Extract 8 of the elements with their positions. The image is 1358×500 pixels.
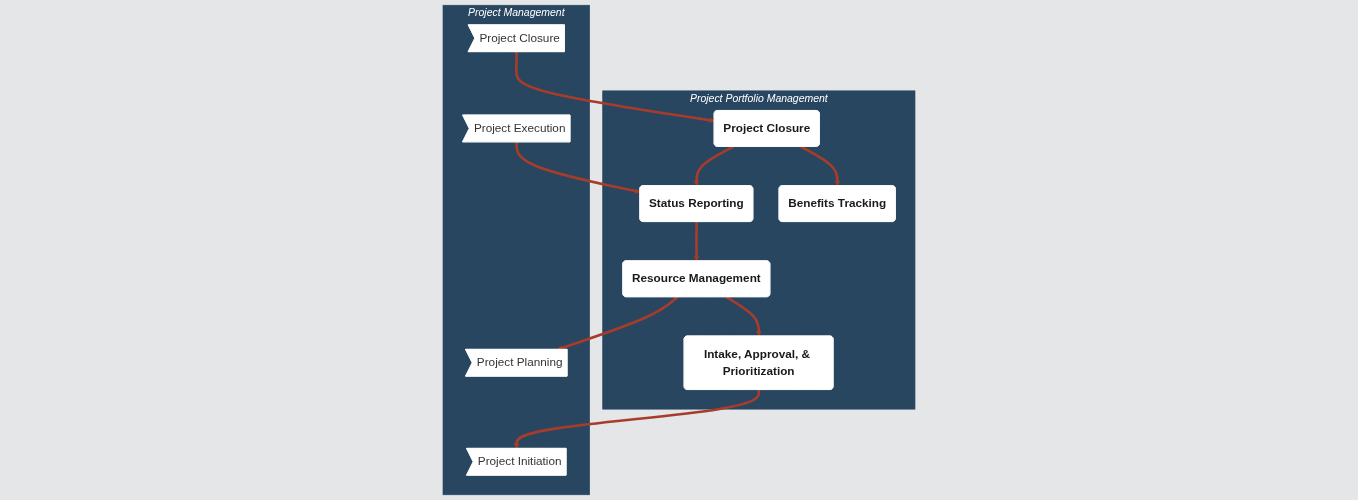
arrow: [513, 389, 761, 449]
arrow: [515, 51, 715, 123]
arrow: [800, 145, 841, 187]
arrow: [725, 295, 762, 337]
arrow: [556, 296, 679, 351]
arrow: [515, 142, 641, 194]
arrow: [693, 221, 700, 262]
arrow: [693, 145, 734, 187]
